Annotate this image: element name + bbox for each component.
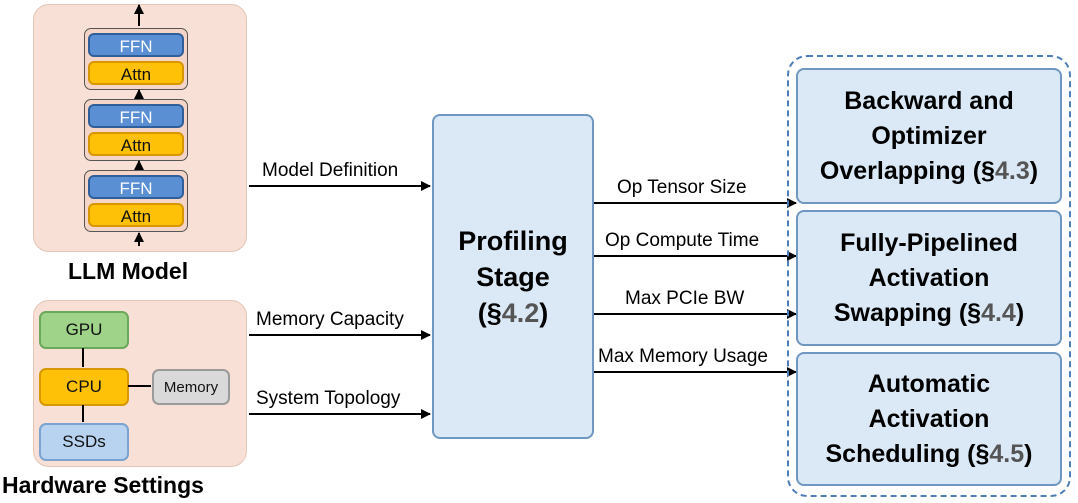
profiling-line2: Stage (476, 261, 550, 292)
memory-capacity-label: Memory Capacity (256, 309, 404, 330)
llm-model-title: LLM Model (68, 258, 189, 284)
attn-block: Attn (88, 61, 184, 85)
max-memory-usage-label: Max Memory Usage (598, 346, 768, 367)
technique-box-overlapping: Backward and Optimizer Overlapping (§4.3… (796, 68, 1062, 204)
model-definition-label: Model Definition (262, 160, 399, 181)
technique-box-scheduling: Automatic Activation Scheduling (§4.5) (796, 352, 1062, 486)
transformer-layer-1: FFN Attn (84, 28, 188, 90)
ffn-block: FFN (88, 33, 184, 57)
system-topology-label: System Topology (256, 388, 401, 409)
max-pcie-bw-label: Max PCIe BW (625, 288, 745, 309)
profiling-section-ref: (§4.2) (477, 297, 549, 328)
gpu-box: GPU (39, 311, 129, 349)
ffn-block: FFN (88, 104, 184, 128)
memory-box: Memory (152, 369, 230, 405)
hardware-panel: GPU CPU Memory SSDs (33, 300, 247, 467)
ffn-block: FFN (88, 175, 184, 199)
attn-block: Attn (88, 203, 184, 227)
technique-box-swapping: Fully-Pipelined Activation Swapping (§4.… (796, 210, 1062, 346)
attn-block: Attn (88, 132, 184, 156)
optimization-techniques-group (787, 55, 1071, 497)
op-compute-time-label: Op Compute Time (605, 230, 760, 251)
profiling-stage-box: Profiling Stage (§4.2) (432, 114, 594, 439)
profiling-line1: Profiling (458, 225, 568, 256)
transformer-layer-3: FFN Attn (84, 170, 188, 232)
op-tensor-size-label: Op Tensor Size (617, 177, 747, 198)
ssds-box: SSDs (39, 423, 129, 461)
hardware-settings-title: Hardware Settings (2, 472, 204, 498)
llm-model-panel: FFN Attn FFN Attn FFN Attn (33, 4, 247, 252)
